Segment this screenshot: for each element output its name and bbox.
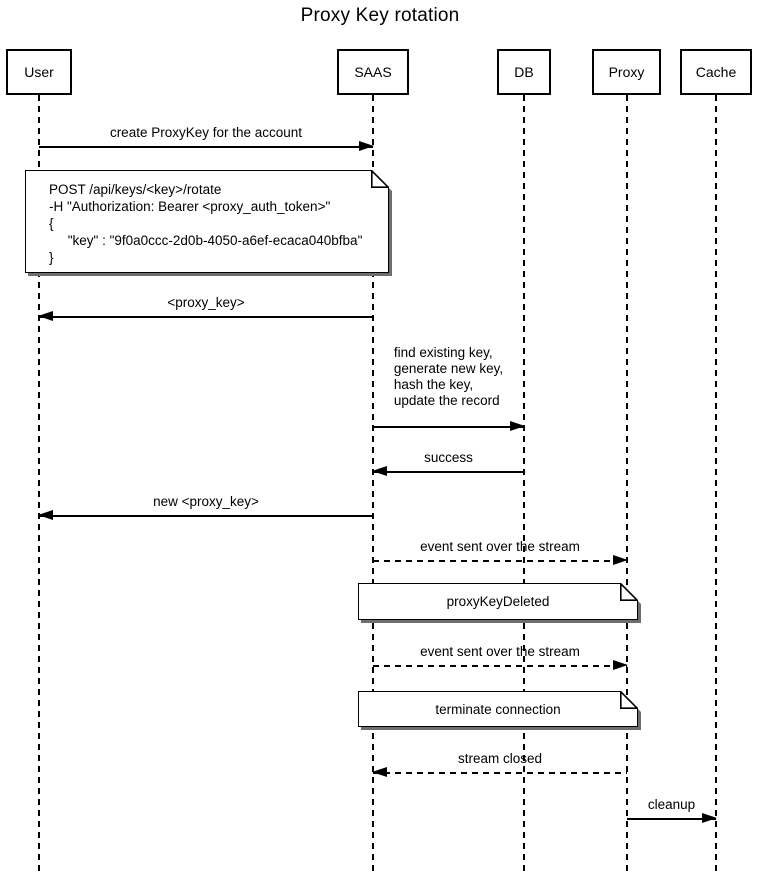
message-label: find existing key, generate new key, has… <box>393 345 504 408</box>
arrowhead-icon <box>38 311 53 322</box>
arrowhead-icon <box>613 660 628 671</box>
arrow-line <box>39 316 373 318</box>
arrowhead-icon <box>372 767 387 778</box>
folded-corner-icon <box>620 583 638 601</box>
message-label: success <box>424 450 473 465</box>
participant-saas: SAAS <box>337 49 409 95</box>
diagram-title: Proxy Key rotation <box>300 5 460 26</box>
arrow-line <box>373 665 627 667</box>
note-rotate-request: POST /api/keys/<key>/rotate -H "Authoriz… <box>25 170 389 273</box>
arrow-line <box>373 772 627 774</box>
participant-user: User <box>6 49 72 95</box>
folded-corner-icon <box>371 170 389 188</box>
participant-cache: Cache <box>680 49 752 95</box>
message-label: create ProxyKey for the account <box>109 125 303 140</box>
arrow-line <box>39 515 373 517</box>
participant-label: Proxy <box>608 64 645 80</box>
note-body: POST /api/keys/<key>/rotate -H "Authoriz… <box>25 170 389 273</box>
participant-label: SAAS <box>354 64 392 80</box>
arrow-line <box>627 818 716 820</box>
arrowhead-icon <box>702 813 717 824</box>
arrowhead-icon <box>359 141 374 152</box>
arrow-line <box>373 560 627 562</box>
message-label: <proxy_key> <box>167 295 245 310</box>
lifeline-cache <box>715 95 717 873</box>
folded-corner-icon <box>620 691 638 709</box>
participant-proxy: Proxy <box>592 49 661 95</box>
note-text: terminate connection <box>435 701 561 717</box>
note-text: POST /api/keys/<key>/rotate -H "Authoriz… <box>49 182 363 265</box>
note-terminate-connection: terminate connection <box>358 691 638 727</box>
participant-db: DB <box>497 49 551 95</box>
arrow-line <box>373 471 524 473</box>
arrowhead-icon <box>510 421 525 432</box>
note-proxykeydeleted: proxyKeyDeleted <box>358 583 638 620</box>
note-body: terminate connection <box>358 691 638 727</box>
participant-label: User <box>24 64 54 80</box>
lifeline-proxy <box>626 95 628 873</box>
lifeline-user <box>38 95 40 873</box>
lifeline-saas <box>372 95 374 873</box>
message-label: stream closed <box>457 751 543 766</box>
lifeline-db <box>523 95 525 873</box>
message-label: event sent over the stream <box>420 644 580 659</box>
participant-label: Cache <box>695 64 737 80</box>
note-body: proxyKeyDeleted <box>358 583 638 620</box>
arrowhead-icon <box>613 555 628 566</box>
participant-label: DB <box>514 64 534 80</box>
arrowhead-icon <box>38 510 53 521</box>
message-label: new <proxy_key> <box>153 494 259 509</box>
arrow-line <box>373 426 524 428</box>
note-text: proxyKeyDeleted <box>446 594 550 609</box>
arrowhead-icon <box>372 466 387 477</box>
message-label: event sent over the stream <box>420 539 580 554</box>
message-label: cleanup <box>647 797 696 812</box>
arrow-line <box>39 146 373 148</box>
